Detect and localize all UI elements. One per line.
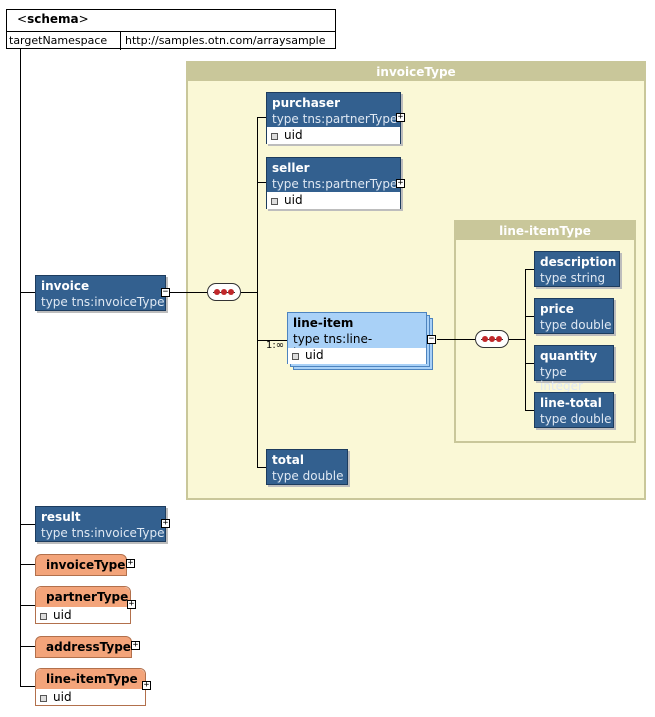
element-name: price [540,302,574,316]
complex-type-name: invoiceType [46,558,126,572]
complex-type-name: partnerType [46,590,129,604]
element-type: type tns:invoiceType [41,526,165,540]
attribute-row: uid [36,608,130,624]
attribute-icon [271,198,278,205]
complex-type-line-itemType[interactable]: line-itemType uid [35,668,146,706]
occurrence-label: 1:∞ [266,340,285,351]
element-seller[interactable]: seller type tns:partnerType uid [266,157,401,209]
attribute-row: uid [267,128,400,144]
schema-header[interactable]: <schema> targetNamespace http://samples.… [6,9,336,50]
element-name: total [272,453,304,467]
collapse-icon[interactable]: − [427,334,436,344]
attribute-row: uid [288,348,426,364]
connector-line [525,410,535,411]
element-name: purchaser [272,96,341,110]
complex-type-addressType[interactable]: addressType [35,636,132,658]
element-name: quantity [540,349,598,363]
line-item-type-panel-title: line-itemType [456,222,634,240]
schema-title: <schema> [17,12,89,26]
schema-attribute-row: targetNamespace http://samples.otn.com/a… [7,31,335,50]
element-type: type double [272,469,344,483]
connector-line [257,340,288,341]
schema-attr-value: http://samples.otn.com/arraysample [125,34,326,47]
element-name: line-total [540,396,602,410]
element-line-total[interactable]: line-total type double [534,392,614,428]
attribute-icon [271,133,278,140]
expand-icon[interactable]: + [396,178,405,188]
element-total[interactable]: total type double [266,449,348,485]
sequence-compositor-icon[interactable] [475,330,509,348]
sequence-compositor-icon[interactable] [207,283,241,301]
connector-line [257,467,266,468]
connector-line [525,363,535,364]
element-quantity[interactable]: quantity type integer [534,345,614,393]
connector-line [170,292,208,293]
element-type: type integer [540,365,583,393]
element-type: type tns:partnerType [272,112,398,126]
branch-line [20,646,36,647]
element-type: type tns:partnerType [272,177,398,191]
element-name: seller [272,161,310,175]
complex-type-name: addressType [46,640,131,654]
sequence-line [525,269,526,410]
expand-icon[interactable]: + [127,599,136,609]
schema-trunk-line [20,49,21,686]
branch-line [20,605,36,606]
complex-type-invoiceType[interactable]: invoiceType [35,554,127,576]
attribute-row: uid [36,690,145,706]
expand-icon[interactable]: + [131,640,140,650]
connector-line [257,117,266,118]
element-type: type double [540,412,612,426]
complex-type-name: line-itemType [46,672,138,686]
connector-line [525,269,535,270]
element-name: description [540,255,617,269]
expand-icon[interactable]: + [161,518,170,528]
element-type: type double [540,318,612,332]
expand-icon[interactable]: + [142,680,151,690]
element-description[interactable]: description type string [534,251,620,287]
attribute-icon [292,353,299,360]
complex-type-partnerType[interactable]: partnerType uid [35,586,131,624]
branch-line [20,292,36,293]
element-name: line-item [293,316,354,330]
schema-attr-name: targetNamespace [9,34,108,47]
branch-line [20,564,36,565]
branch-line [20,524,36,525]
branch-line [20,686,36,687]
element-price[interactable]: price type double [534,298,614,334]
element-invoice[interactable]: invoice type tns:invoiceType [35,275,166,311]
connector-line [509,339,525,340]
sequence-line [257,117,258,467]
attribute-icon [40,695,47,702]
collapse-icon[interactable]: − [161,287,170,297]
connector-line [525,316,535,317]
element-name: invoice [41,279,90,293]
element-purchaser[interactable]: purchaser type tns:partnerType uid [266,92,401,144]
element-name: result [41,510,81,524]
connector-line [241,292,257,293]
attribute-row: uid [267,193,400,209]
element-type: type string [540,271,606,285]
element-type: type tns:invoiceType [41,295,165,309]
connector-line [257,182,266,183]
attribute-icon [40,613,47,620]
element-result[interactable]: result type tns:invoiceType [35,506,166,542]
expand-icon[interactable]: + [126,558,135,568]
expand-icon[interactable]: + [396,112,405,122]
connector-line [437,339,475,340]
invoice-type-panel-title: invoiceType [188,63,644,81]
element-line-item[interactable]: line-item type tns:line-itemType uid [287,312,427,364]
